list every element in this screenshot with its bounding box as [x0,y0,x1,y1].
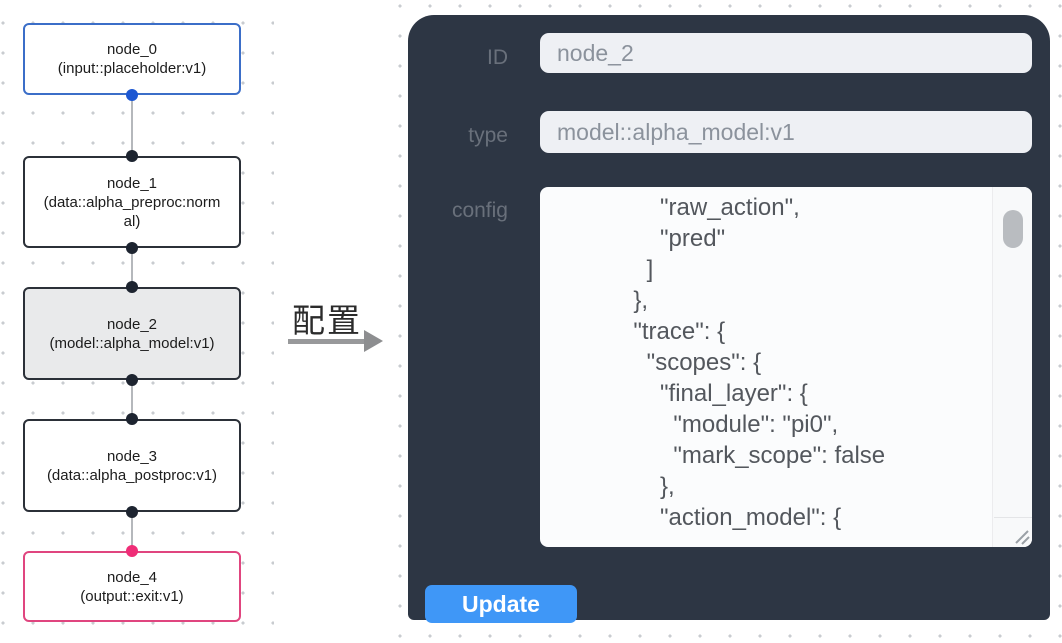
update-button[interactable]: Update [425,585,577,623]
node-subtitle: (model::alpha_model:v1) [49,334,215,352]
id-input[interactable] [540,33,1032,73]
config-json-content[interactable]: "raw_action", "pred" ] }, "trace": { "sc… [633,194,886,531]
node2-output-handle[interactable] [126,374,138,386]
node-config-panel: ID type config "raw_action", "pred" ] },… [408,15,1050,623]
node-title: node_1 [106,174,158,192]
type-field-label: type [468,124,508,147]
node1-input-handle[interactable] [126,150,138,162]
node-subtitle: (data::alpha_preproc:normal) [43,193,221,230]
config-field-label: config [451,199,508,222]
configure-label: 配置 [292,301,362,340]
node4-input-handle[interactable] [126,545,138,557]
node1-output-handle[interactable] [126,242,138,254]
node-subtitle: (input::placeholder:v1) [57,60,207,77]
node-title: node_0 [106,41,158,58]
node-subtitle: (data::alpha_postproc:v1) [46,466,218,484]
node-subtitle: (output::exit:v1) [80,587,184,605]
node-title: node_4 [106,568,158,586]
node3-output-handle[interactable] [126,506,138,518]
config-scrollbar-track[interactable] [992,187,1032,547]
node2-input-handle[interactable] [126,281,138,293]
flow-node-node_2-selected[interactable]: node_2 (model::alpha_model:v1) [23,287,241,380]
edge-node0-node1 [131,95,133,156]
id-field-label: ID [487,46,508,69]
resize-grip-icon [1015,530,1030,545]
right-arrow-icon [364,330,383,352]
right-arrow-shaft [288,339,366,344]
config-scrollbar-thumb[interactable] [1003,210,1023,248]
node3-input-handle[interactable] [126,413,138,425]
node0-output-handle[interactable] [126,89,138,101]
flow-node-node_0[interactable]: node_0 (input::placeholder:v1) [23,23,241,95]
textarea-resize-handle[interactable] [994,517,1032,547]
flow-node-node_1[interactable]: node_1 (data::alpha_preproc:normal) [23,156,241,248]
edge-node1-node2 [131,248,133,287]
type-input[interactable] [540,111,1032,153]
flow-node-node_4[interactable]: node_4 (output::exit:v1) [23,551,241,622]
config-textarea[interactable]: "raw_action", "pred" ] }, "trace": { "sc… [540,187,1032,547]
edge-node2-node3 [131,380,133,419]
node-title: node_3 [106,447,158,465]
node-title: node_2 [106,315,158,333]
flow-node-node_3[interactable]: node_3 (data::alpha_postproc:v1) [23,419,241,512]
edge-node3-node4 [131,512,133,551]
